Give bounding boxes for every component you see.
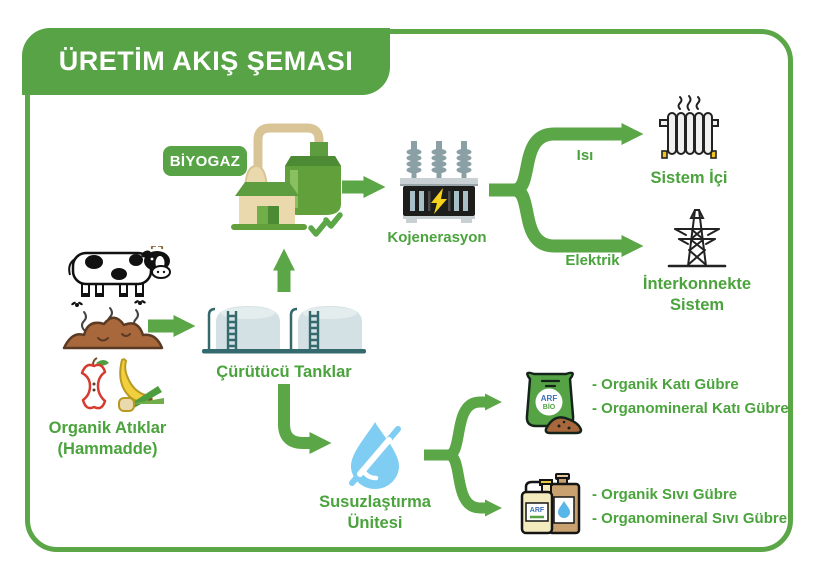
- organic-waste-label: Organik Atıklar (Hammadde): [48, 419, 167, 458]
- drop-label-icon: [558, 501, 570, 518]
- tank: [207, 306, 280, 350]
- liquid-fertilizer-cans-icon: ARF: [520, 473, 581, 535]
- food-waste-icon: [80, 357, 164, 412]
- can-logo-text: ARF: [530, 507, 545, 514]
- arrow-tanks-to-dewatering: [278, 384, 332, 454]
- liquid-fertilizer-list: - Organik Sıvı Gübre - Organomineral Sıv…: [592, 483, 787, 531]
- biogas-badge: BİYOGAZ: [163, 146, 247, 176]
- digester-tanks-label: Çürütücü Tanklar: [216, 363, 352, 381]
- manure-pile-icon: [62, 300, 164, 350]
- list-item: - Organomineral Sıvı Gübre: [592, 510, 788, 527]
- biogas-plant-icon: [231, 123, 343, 237]
- list-item: - Organik Katı Gübre: [592, 376, 739, 393]
- title-banner: ÜRETİM AKIŞ ŞEMASI: [22, 28, 390, 95]
- dewatering-unit-label: Susuzlaştırma Ünitesi: [319, 493, 431, 532]
- page-title: ÜRETİM AKIŞ ŞEMASI: [58, 46, 354, 76]
- bag-logo-text: ARF: [541, 394, 558, 403]
- yellow-can: ARF: [520, 479, 554, 535]
- cogeneration-label: Kojenerasyon: [387, 229, 487, 246]
- checkmarks-icon: [308, 212, 343, 237]
- heat-waves-icon: [677, 95, 701, 111]
- list-item: - Organomineral Katı Gübre: [592, 400, 789, 417]
- electric-label: Elektrik: [565, 252, 620, 269]
- arrow-branch-electric: [512, 183, 644, 257]
- fertilizer-bag-icon: ARF BİO: [525, 371, 583, 435]
- heat-label: Isı: [576, 147, 594, 164]
- interconnected-system-label: İnterkonnekte Sistem: [642, 275, 752, 314]
- digester-tanks-icon: [202, 306, 366, 354]
- radiator-icon: [659, 95, 719, 159]
- arrow-branch-liquid: [446, 449, 502, 517]
- fly-icon: [71, 300, 146, 307]
- arrow-branch-solid: [446, 393, 502, 461]
- no-water-drop-icon: [349, 422, 401, 489]
- list-item: - Organik Sıvı Gübre: [592, 486, 738, 503]
- cogeneration-transformer-icon: [400, 141, 478, 223]
- brown-can: [547, 473, 581, 535]
- page-border: [25, 29, 793, 552]
- tank: [289, 306, 362, 350]
- lightning-bolt-icon: [431, 188, 447, 214]
- solid-fertilizer-list: - Organik Katı Gübre - Organomineral Kat…: [592, 373, 789, 421]
- bag-logo-subtext: BİO: [543, 403, 556, 411]
- cow-icon: [68, 246, 171, 297]
- power-tower-icon: [667, 209, 727, 268]
- system-internal-label: Sistem İçi: [650, 169, 728, 187]
